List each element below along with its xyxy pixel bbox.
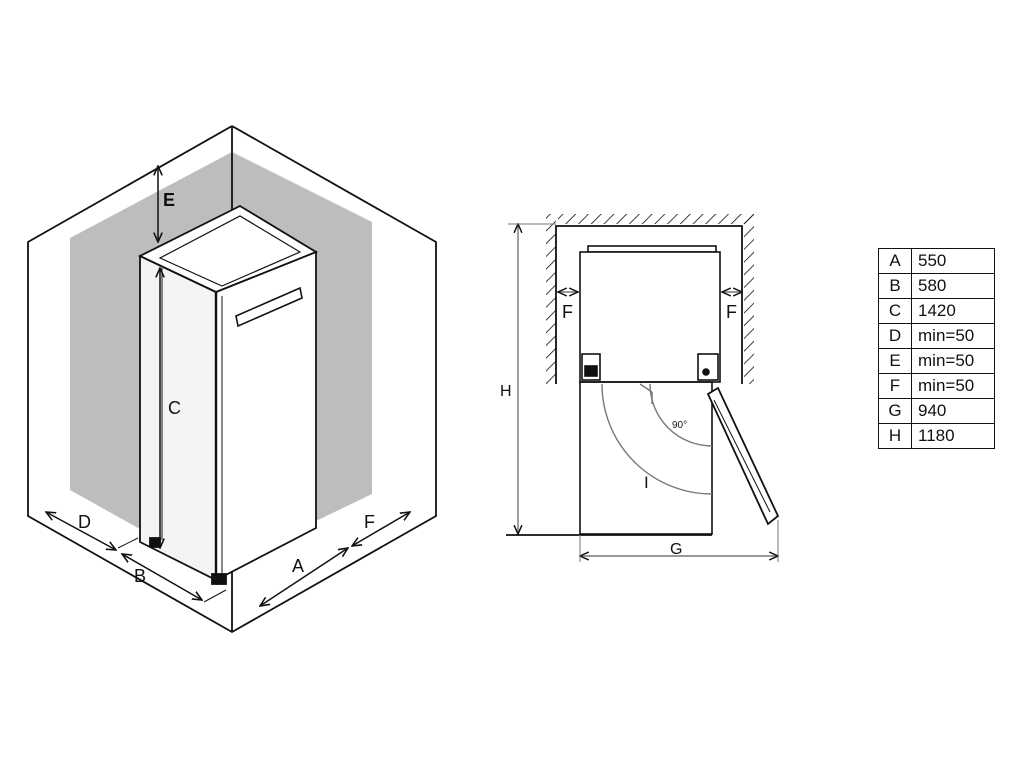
- wall-right-hatch: [744, 214, 754, 384]
- label-b: B: [134, 566, 146, 586]
- label-g: G: [670, 541, 682, 558]
- dim-value: min=50: [911, 373, 995, 399]
- appliance-plan: [579, 245, 780, 535]
- dim-key: D: [878, 323, 912, 349]
- dim-key: F: [878, 373, 912, 399]
- label-f-iso: F: [364, 512, 375, 532]
- dim-value: 550: [911, 248, 995, 274]
- label-e: E: [163, 190, 175, 210]
- dim-key: H: [878, 423, 912, 449]
- label-f-right: F: [726, 302, 737, 322]
- appliance-top-inner: [158, 215, 302, 287]
- wall-top-hatch: [558, 214, 754, 224]
- wall-left-hatch: [546, 214, 556, 384]
- plan-view: 90° H G I F F: [500, 214, 780, 562]
- dim-key: G: [878, 398, 912, 424]
- dim-value: 580: [911, 273, 995, 299]
- plan-dimensions: [506, 224, 778, 562]
- isometric-view: E C D B A F: [27, 125, 437, 634]
- angle-label: 90°: [672, 420, 687, 431]
- dim-key: E: [878, 348, 912, 374]
- label-c: C: [168, 398, 181, 418]
- door-handle: [235, 286, 303, 328]
- appliance-plan-body: [579, 251, 721, 383]
- label-h: H: [500, 383, 512, 400]
- dim-key: C: [878, 298, 912, 324]
- dim-value: min=50: [911, 348, 995, 374]
- dim-key: A: [878, 248, 912, 274]
- dim-a-line: [260, 548, 348, 606]
- appliance-top: [137, 204, 319, 293]
- appliance-front-face: [215, 250, 317, 582]
- dim-value: 940: [911, 398, 995, 424]
- dim-f-line: [352, 512, 410, 546]
- dim-value: min=50: [911, 323, 995, 349]
- dim-value: 1180: [911, 423, 995, 449]
- foot-left: [149, 537, 161, 548]
- dim-b-line: [122, 554, 202, 600]
- hinge-right: [697, 353, 719, 381]
- dim-d-line: [46, 512, 116, 550]
- iso-dimensions: [46, 166, 410, 606]
- foot-front: [211, 573, 227, 585]
- appliance-left-face: [139, 254, 217, 582]
- label-a: A: [292, 556, 304, 576]
- appliance-isometric: [137, 204, 319, 585]
- dim-value: 1420: [911, 298, 995, 324]
- door-closed: [579, 381, 713, 535]
- wall-outline: [555, 225, 743, 384]
- label-d: D: [78, 512, 91, 532]
- dim-key: B: [878, 273, 912, 299]
- label-f-left: F: [562, 302, 573, 322]
- label-i: I: [644, 473, 649, 492]
- door-swing: [601, 383, 713, 495]
